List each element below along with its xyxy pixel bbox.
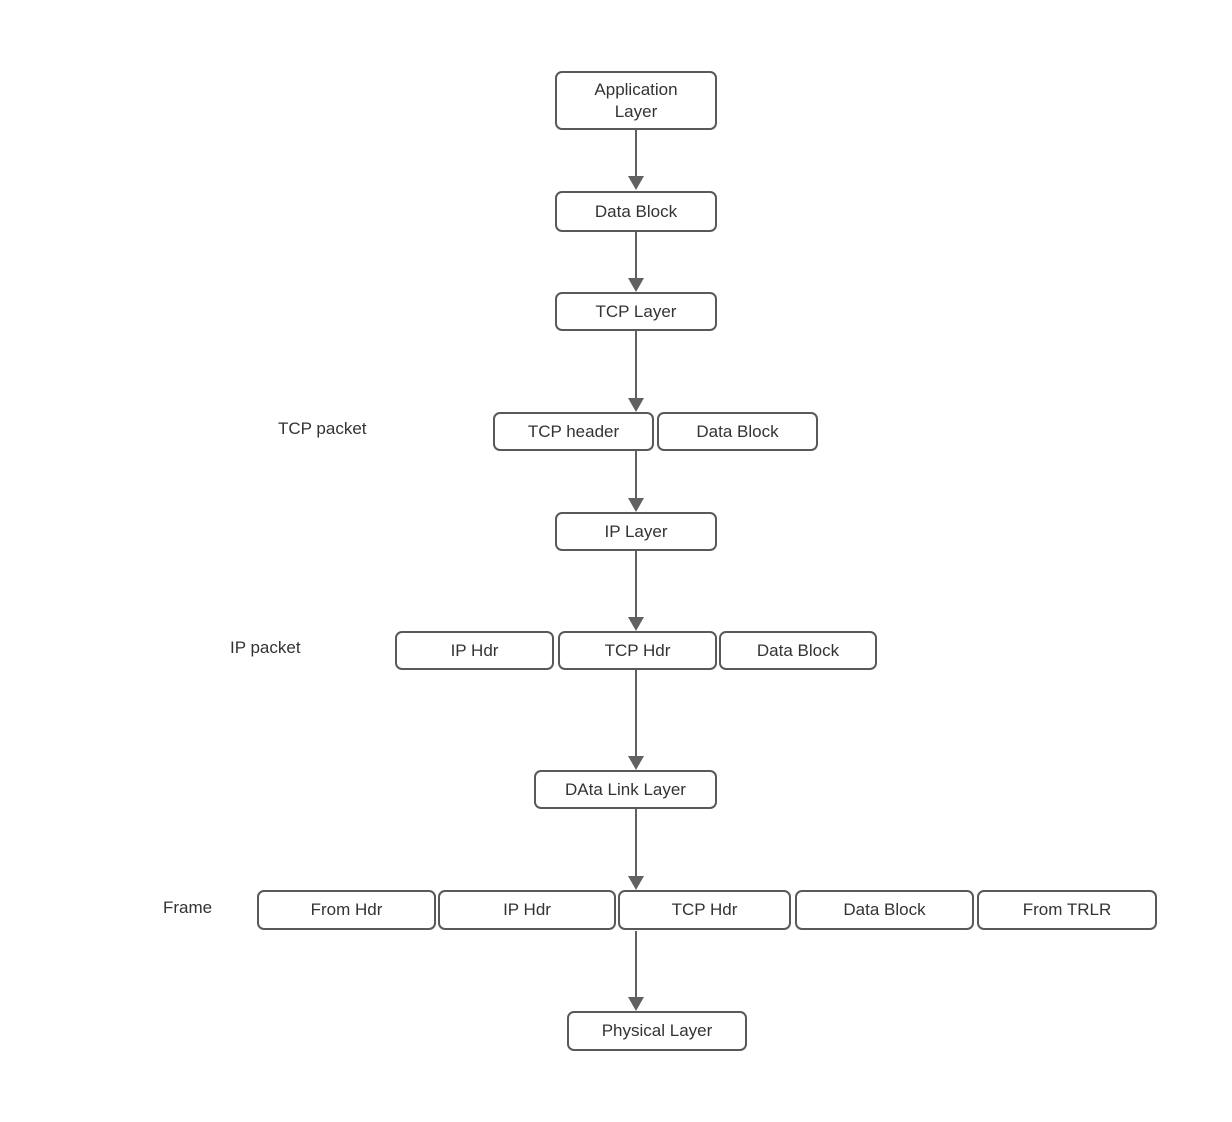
row-label-frame: Frame [163,898,213,917]
arrow-data-link-to-frame [628,809,644,890]
cell-tcp-packet-data-block: Data Block [657,412,818,451]
cell-ip-packet-ip-hdr: IP Hdr [395,631,554,670]
arrow-app-to-data-block [628,130,644,190]
node-physical-layer: Physical Layer [567,1011,747,1051]
arrow-frame-to-physical [628,931,644,1011]
arrow-ip-layer-to-ip-packet [628,551,644,631]
cell-frame-tcp-hdr: TCP Hdr [618,890,791,930]
arrow-data-block-to-tcp-layer [628,232,644,292]
arrow-tcp-layer-to-tcp-packet [628,331,644,412]
row-label-ip-packet: IP packet [230,638,301,657]
cell-frame-from-trlr: From TRLR [977,890,1157,930]
node-data-block-top: Data Block [555,191,717,232]
node-tcp-layer: TCP Layer [555,292,717,331]
arrow-ip-packet-to-data-link [628,670,644,770]
node-ip-layer: IP Layer [555,512,717,551]
node-application-layer: Application Layer [555,71,717,130]
cell-ip-packet-data-block: Data Block [719,631,877,670]
cell-tcp-header: TCP header [493,412,654,451]
cell-frame-ip-hdr: IP Hdr [438,890,616,930]
arrow-tcp-packet-to-ip-layer [628,451,644,512]
row-label-tcp-packet: TCP packet [278,419,367,438]
cell-ip-packet-tcp-hdr: TCP Hdr [558,631,717,670]
cell-frame-from-hdr: From Hdr [257,890,436,930]
cell-frame-data-block: Data Block [795,890,974,930]
node-data-link-layer: DAta Link Layer [534,770,717,809]
